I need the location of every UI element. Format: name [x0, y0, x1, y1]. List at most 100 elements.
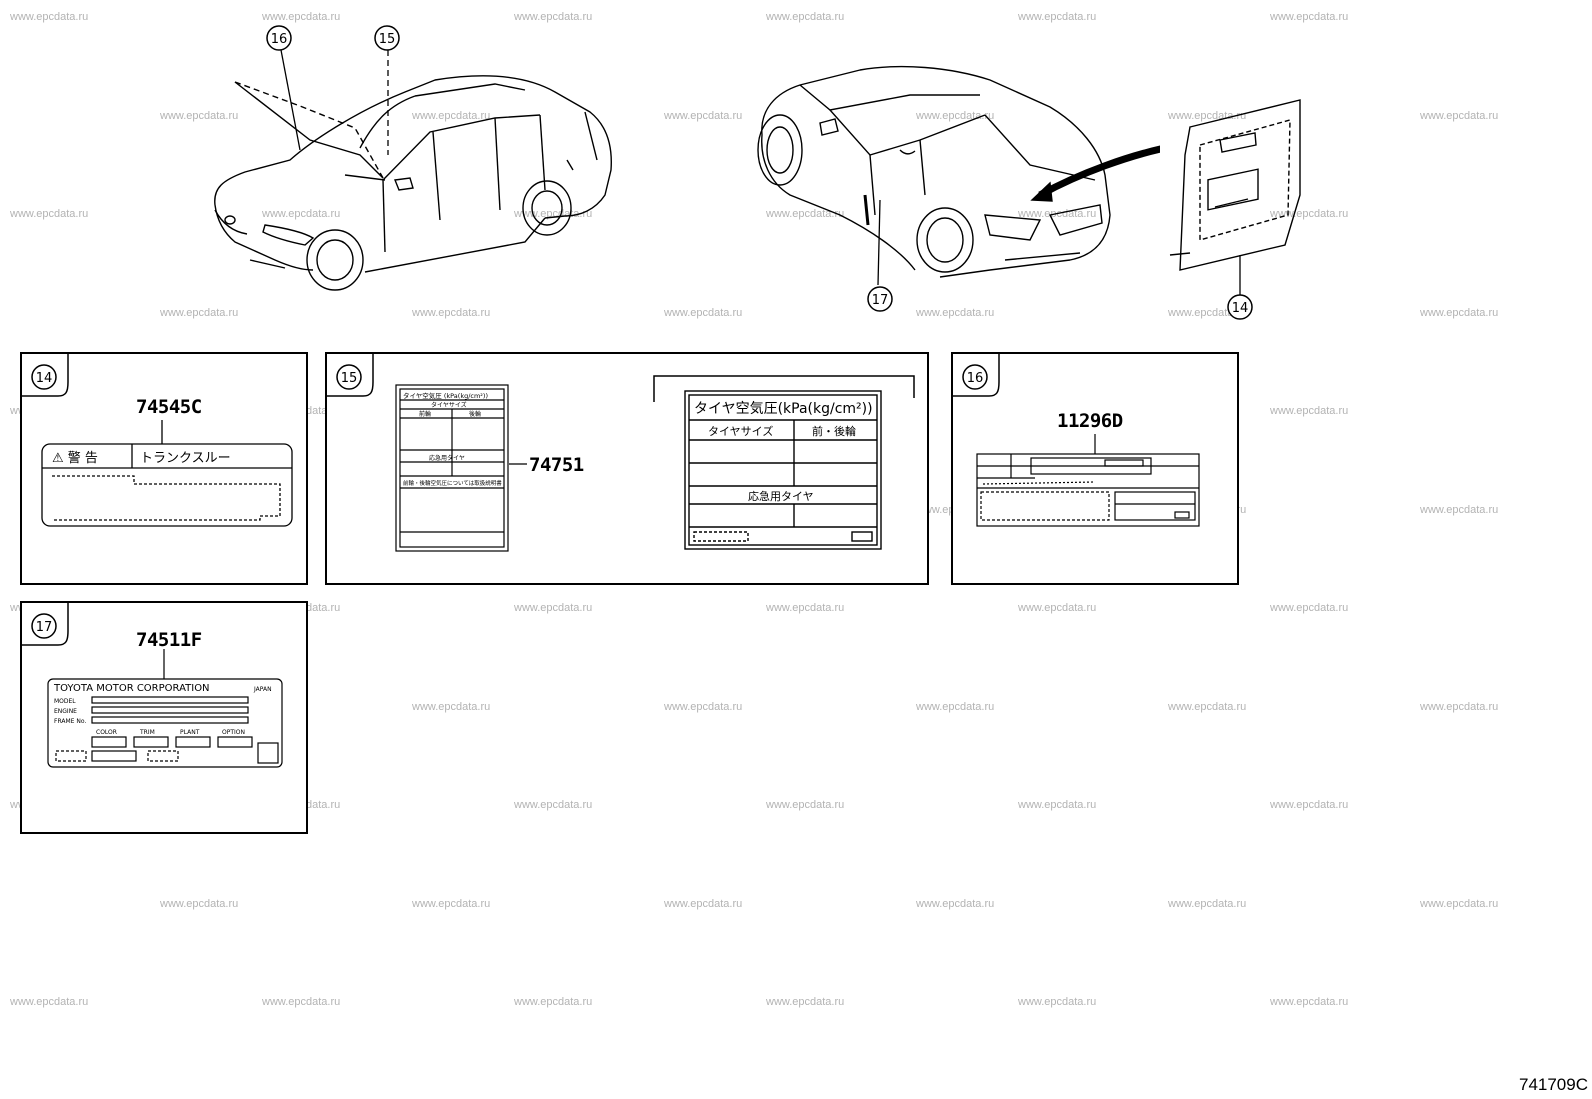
panel-number-badge: 16	[962, 364, 988, 390]
watermark: www.epcdata.ru	[1420, 504, 1499, 516]
svg-text:タイヤサイズ: タイヤサイズ	[708, 424, 773, 438]
watermark: www.epcdata.ru	[1168, 898, 1247, 910]
watermark: www.epcdata.ru	[160, 898, 239, 910]
callout-15: 15	[374, 25, 400, 51]
rear-car-illustration	[757, 65, 1160, 278]
svg-text:トランクスルー: トランクスルー	[140, 451, 231, 466]
watermark: www.epcdata.ru	[262, 11, 341, 23]
watermark: www.epcdata.ru	[412, 701, 491, 713]
watermark: www.epcdata.ru	[160, 110, 239, 122]
watermark: www.epcdata.ru	[1270, 208, 1349, 220]
panel-number-badge: 15	[336, 364, 362, 390]
watermark: www.epcdata.ru	[10, 996, 89, 1008]
panel-number-badge: 14	[31, 364, 57, 390]
tire-pressure-label-small: タイヤ空気圧 (kPa(kg/cm²)) タイヤサイズ 前輪 後輪 応急用タイヤ…	[395, 384, 509, 552]
watermark: www.epcdata.ru	[1420, 307, 1499, 319]
panel-14: 14 74545C ⚠ 警 告 トランクスルー	[20, 352, 308, 585]
watermark: www.epcdata.ru	[1420, 701, 1499, 713]
svg-text:14: 14	[36, 371, 53, 386]
watermark: www.epcdata.ru	[916, 307, 995, 319]
watermark: www.epcdata.ru	[160, 307, 239, 319]
watermark: www.epcdata.ru	[514, 799, 593, 811]
watermark: www.epcdata.ru	[1018, 602, 1097, 614]
watermark: www.epcdata.ru	[1270, 602, 1349, 614]
watermark: www.epcdata.ru	[766, 799, 845, 811]
svg-text:PLANT: PLANT	[180, 729, 200, 736]
callout-14: 14	[1227, 294, 1253, 320]
part-number: 74511F	[136, 629, 202, 651]
watermark: www.epcdata.ru	[664, 307, 743, 319]
trunk-panel-illustration	[1169, 99, 1301, 271]
watermark: www.epcdata.ru	[916, 898, 995, 910]
leader-line	[509, 463, 527, 465]
watermark: www.epcdata.ru	[412, 307, 491, 319]
svg-text:前輪: 前輪	[419, 410, 431, 418]
panel-15: 15 タイヤ空気圧 (kPa(kg/cm²)) タイヤサイズ 前輪 後輪 応急用…	[325, 352, 929, 585]
part-number: 74751	[529, 454, 584, 476]
svg-text:16: 16	[967, 371, 984, 386]
watermark: www.epcdata.ru	[1168, 110, 1247, 122]
panel-17: 17 74511F TOYOTA MOTOR CORPORATION JAPAN…	[20, 601, 308, 834]
part-number: 74545C	[136, 396, 202, 418]
svg-text:FRAME No.: FRAME No.	[54, 718, 86, 725]
watermark: www.epcdata.ru	[262, 208, 341, 220]
svg-text:17: 17	[872, 293, 889, 308]
watermark: www.epcdata.ru	[262, 996, 341, 1008]
svg-text:応急用タイヤ: 応急用タイヤ	[748, 489, 814, 503]
svg-text:COLOR: COLOR	[96, 729, 117, 736]
svg-text:15: 15	[379, 32, 396, 47]
watermark: www.epcdata.ru	[1420, 110, 1499, 122]
svg-text:ENGINE: ENGINE	[54, 708, 77, 715]
part-number: 11296D	[1057, 410, 1123, 432]
watermark: www.epcdata.ru	[412, 110, 491, 122]
watermark: www.epcdata.ru	[766, 996, 845, 1008]
watermark: www.epcdata.ru	[766, 602, 845, 614]
watermark: www.epcdata.ru	[1420, 898, 1499, 910]
panel-tab	[20, 352, 69, 397]
watermark: www.epcdata.ru	[1168, 307, 1247, 319]
svg-text:タイヤサイズ: タイヤサイズ	[431, 401, 467, 409]
watermark: www.epcdata.ru	[1270, 799, 1349, 811]
panel-16: 16 11296D	[951, 352, 1239, 585]
tire-pressure-label-large: タイヤ空気圧(kPa(kg/cm²)) タイヤサイズ 前・後輪 応急用タイヤ	[684, 390, 882, 550]
diagram-code: 741709C	[1518, 1075, 1588, 1094]
svg-text:OPTION: OPTION	[222, 729, 245, 736]
svg-text:TOYOTA MOTOR CORPORATION: TOYOTA MOTOR CORPORATION	[53, 683, 210, 694]
svg-text:14: 14	[1232, 301, 1249, 316]
watermark: www.epcdata.ru	[514, 996, 593, 1008]
panel-tab	[20, 601, 69, 646]
watermark: www.epcdata.ru	[766, 208, 845, 220]
watermark: www.epcdata.ru	[1018, 996, 1097, 1008]
vehicle-id-plate: TOYOTA MOTOR CORPORATION JAPAN MODEL ENG…	[47, 649, 283, 768]
panel-number-badge: 17	[31, 613, 57, 639]
watermark: www.epcdata.ru	[10, 11, 89, 23]
watermark: www.epcdata.ru	[514, 11, 593, 23]
svg-text:後輪: 後輪	[469, 410, 481, 418]
svg-text:17: 17	[36, 620, 53, 635]
svg-text:MODEL: MODEL	[54, 698, 76, 705]
watermark: www.epcdata.ru	[1168, 701, 1247, 713]
watermark: www.epcdata.ru	[412, 898, 491, 910]
watermark: www.epcdata.ru	[664, 110, 743, 122]
watermark: www.epcdata.ru	[10, 208, 89, 220]
svg-text:TRIM: TRIM	[139, 729, 155, 736]
emission-label	[976, 434, 1200, 527]
watermark: www.epcdata.ru	[514, 602, 593, 614]
svg-text:前輪・後輪空気圧については取扱説明書: 前輪・後輪空気圧については取扱説明書	[403, 479, 502, 487]
watermark: www.epcdata.ru	[664, 701, 743, 713]
front-car-illustration	[214, 75, 613, 291]
watermark: www.epcdata.ru	[1270, 405, 1349, 417]
enlarged-view-bracket	[653, 375, 915, 402]
svg-text:JAPAN: JAPAN	[253, 686, 272, 693]
svg-text:タイヤ空気圧(kPa(kg/cm²)): タイヤ空気圧(kPa(kg/cm²))	[694, 401, 873, 417]
svg-text:⚠ 警 告: ⚠ 警 告	[52, 450, 98, 466]
svg-text:15: 15	[341, 371, 358, 386]
panel-tab	[951, 352, 1000, 397]
watermark: www.epcdata.ru	[1018, 799, 1097, 811]
svg-text:タイヤ空気圧 (kPa(kg/cm²)): タイヤ空気圧 (kPa(kg/cm²))	[403, 391, 488, 400]
svg-text:前・後輪: 前・後輪	[812, 424, 856, 438]
watermark: www.epcdata.ru	[766, 11, 845, 23]
svg-text:応急用タイヤ: 応急用タイヤ	[429, 454, 465, 462]
panel-tab	[325, 352, 374, 397]
